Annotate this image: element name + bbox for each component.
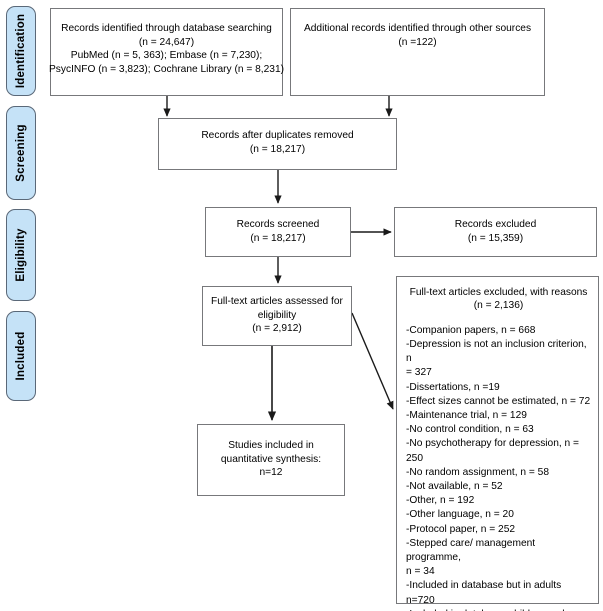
exclusion-reason: -Effect sizes cannot be estimated, n = 7…: [406, 395, 591, 407]
exclusion-reason: -Other language, n = 20: [406, 509, 514, 521]
box-duplicates-removed-line-1: Records after duplicates removed: [201, 130, 354, 141]
box-studies-included-line-3: n=12: [259, 467, 283, 479]
exclusion-reason: -Companion papers, n = 668: [406, 324, 536, 336]
box-records-excluded-line-2: (n = 15,359): [467, 232, 524, 244]
box-other-sources-line-1: Additional records identified through ot…: [303, 23, 532, 34]
exclusion-reason: -No control condition, n = 63: [406, 424, 534, 436]
exclusion-reason: n=720: [406, 594, 435, 606]
stage-tab-included: Included: [6, 311, 36, 401]
exclusion-reason: -Dissertations, n =19: [406, 381, 500, 393]
box-records-screened-line-2: (n = 18,217): [250, 232, 306, 244]
exclusion-reason: = 327: [406, 367, 432, 379]
box-records-screened-line-1: Records screened: [236, 219, 320, 230]
box-records-excluded-line-1: Records excluded: [454, 219, 537, 230]
exclusion-reason: -Included in database, children and: [406, 608, 591, 611]
box-other-sources: Additional records identified through ot…: [290, 8, 545, 96]
box-database-search-line-3: PubMed (n = 5, 363); Embase (n = 7,230);: [70, 50, 263, 62]
box-fulltext-assessed-line-2: eligibility: [257, 309, 297, 321]
exclusion-reason: -Not available, n = 52: [406, 481, 503, 493]
exclusion-reason: -Included in database but in adults: [406, 580, 562, 592]
exclusion-reasons-list: -Companion papers, n = 668 -Depression i…: [406, 324, 591, 611]
exclusion-reason: n = 34: [406, 566, 435, 578]
stage-label-screening: Screening: [15, 124, 27, 182]
box-fulltext-assessed-line-1: Full-text articles assessed for: [211, 296, 343, 307]
box-studies-included-line-1: Studies included in: [228, 440, 314, 451]
box-database-search-line-1: Records identified through database sear…: [61, 23, 272, 34]
exclusion-reason: -Other, n = 192: [406, 495, 475, 507]
exclusion-reason: -Depression is not an inclusion criterio…: [406, 339, 587, 365]
box-database-search-line-4: PsycINFO (n = 3,823); Cochrane Library (…: [49, 63, 284, 75]
exclusion-reason: -Stepped care/ management programme,: [406, 537, 536, 564]
stage-label-included: Included: [15, 331, 27, 381]
exclusion-reason: -No random assignment, n = 58: [406, 466, 549, 478]
box-studies-included-line-2: quantitative synthesis:: [220, 453, 322, 465]
box-studies-included: Studies included in quantitative synthes…: [197, 424, 345, 496]
stage-tab-identification: Identification: [6, 6, 36, 96]
box-database-search-line-2: (n = 24,647): [138, 36, 195, 48]
box-duplicates-removed: Records after duplicates removed (n = 18…: [158, 118, 397, 170]
box-fulltext-assessed-line-3: (n = 2,912): [252, 323, 302, 335]
exclusion-reason: -No psychotherapy for depression, n = 25…: [406, 438, 579, 464]
stage-tab-screening: Screening: [6, 106, 36, 200]
box-duplicates-removed-line-2: (n = 18,217): [249, 143, 306, 155]
exclusion-reason: -Protocol paper, n = 252: [406, 523, 516, 535]
box-database-search: Records identified through database sear…: [49, 8, 284, 96]
box-other-sources-line-2: (n =122): [398, 36, 437, 48]
exclusion-reason: -Maintenance trial, n = 129: [406, 410, 527, 422]
stage-label-eligibility: Eligibility: [15, 228, 27, 282]
box-fulltext-excluded-head-2: (n = 2,136): [473, 300, 524, 312]
box-records-excluded: Records excluded (n = 15,359): [394, 207, 597, 257]
box-fulltext-excluded-head-1: Full-text articles excluded, with reason…: [409, 287, 588, 298]
box-records-screened: Records screened (n = 18,217): [205, 207, 351, 257]
box-fulltext-assessed: Full-text articles assessed for eligibil…: [202, 286, 352, 346]
stage-label-identification: Identification: [15, 13, 27, 89]
box-fulltext-excluded: Full-text articles excluded, with reason…: [396, 276, 599, 611]
stage-tab-eligibility: Eligibility: [6, 209, 36, 301]
